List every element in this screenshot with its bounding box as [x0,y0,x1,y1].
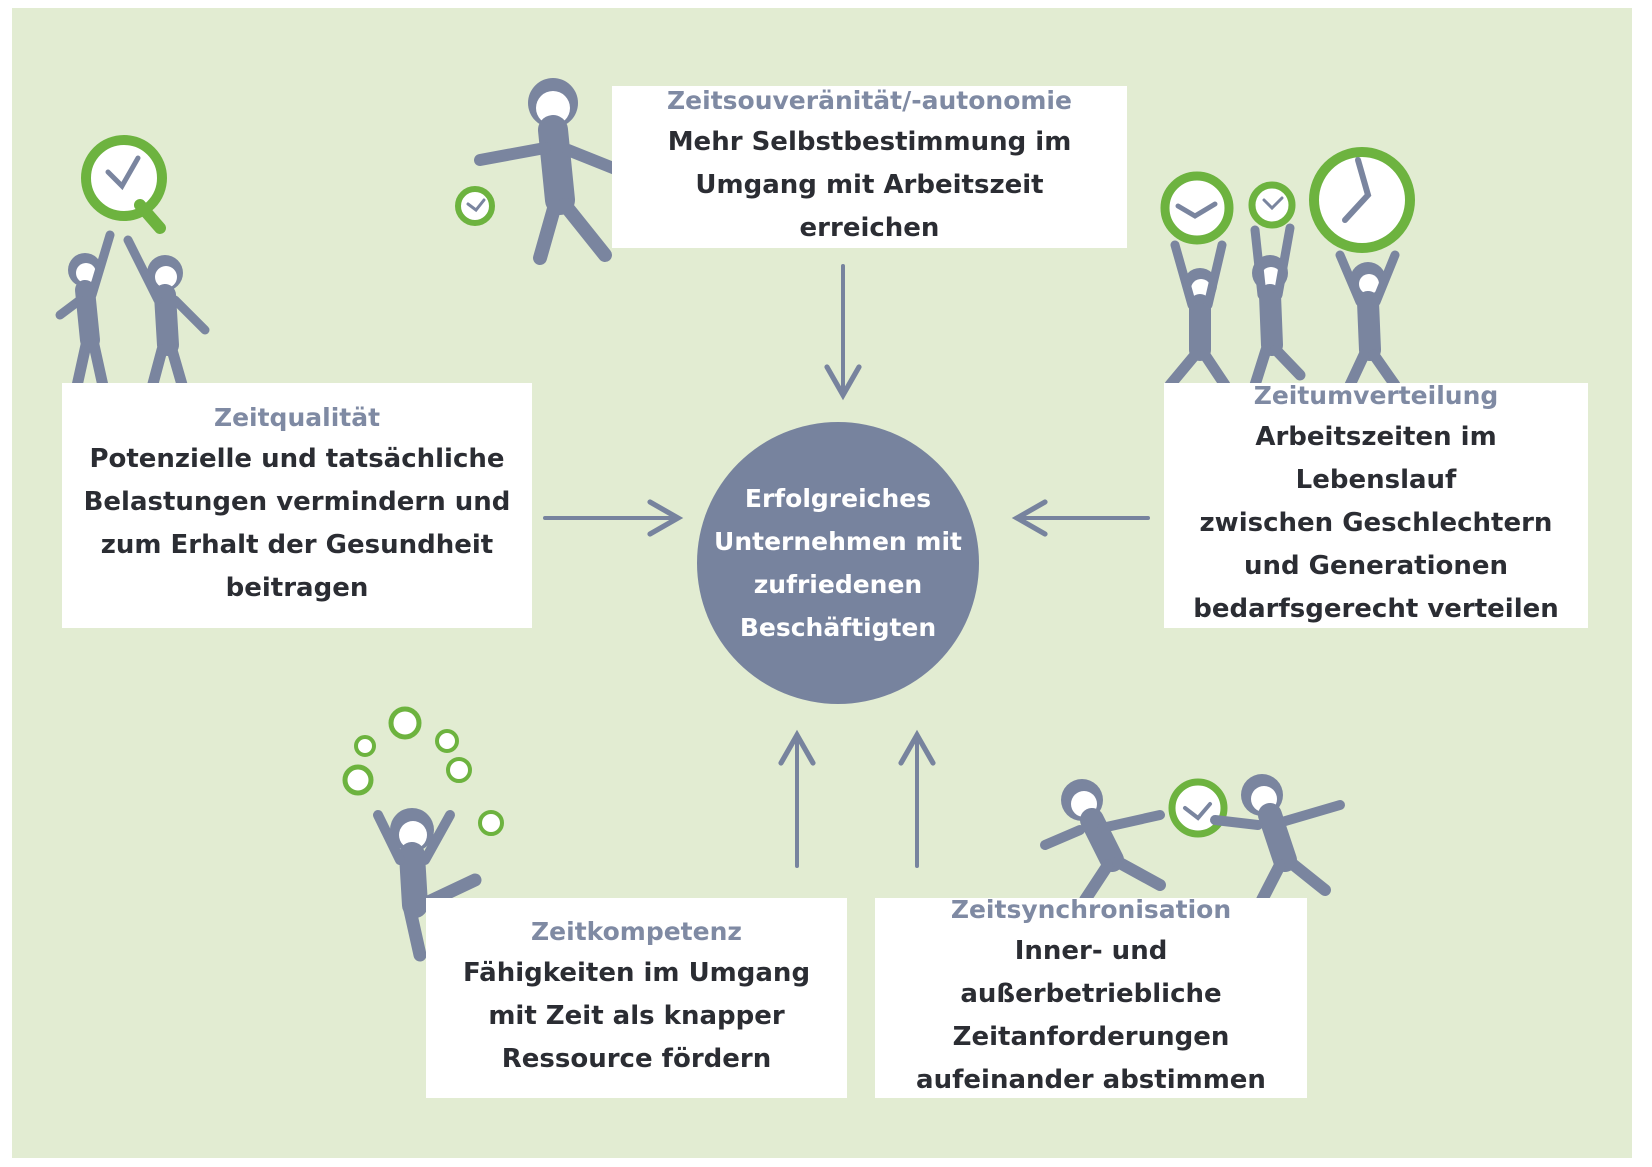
central-goal-text: Erfolgreiches Unternehmen mit zufriedene… [714,484,962,642]
box-title: Zeitumverteilung [1253,381,1499,410]
box-title: Zeitsynchronisation [950,895,1232,924]
figure-top-icon [455,78,624,265]
box-description: Inner- und außerbetriebliche Zeitanforde… [916,936,1266,1095]
central-goal-circle: Erfolgreiches Unternehmen mit zufriedene… [697,422,979,704]
box-zeitkompetenz: Zeitkompetenz Fähigkeiten im Umgang mit … [426,898,847,1098]
box-description: Mehr Selbstbestimmung im Umgang mit Arbe… [667,126,1072,243]
box-title: Zeitkompetenz [531,916,742,946]
arrows [543,264,1150,868]
box-title: Zeitsouveränität/-autonomie [667,85,1072,115]
box-description: Fähigkeiten im Umgang mit Zeit als knapp… [462,957,811,1074]
box-description: Potenzielle und tatsächliche Belastungen… [83,443,511,603]
figure-bottom-right-icon [1040,774,1345,906]
box-zeitsouveraenitaet: Zeitsouveränität/-autonomie Mehr Selbstb… [612,86,1127,248]
box-zeitsynchronisation: Zeitsynchronisation Inner- und außerbetr… [875,895,1307,1098]
figure-top-left-icon [55,135,210,401]
box-zeitumverteilung: Zeitumverteilung Arbeitszeiten im Lebens… [1164,381,1588,628]
box-title: Zeitqualität [213,402,381,432]
figure-top-right-icon [1160,147,1415,391]
box-zeitqualitaet: Zeitqualität Potenzielle und tatsächlich… [62,383,532,628]
box-description: Arbeitszeiten im Lebenslauf zwischen Ges… [1193,422,1559,624]
